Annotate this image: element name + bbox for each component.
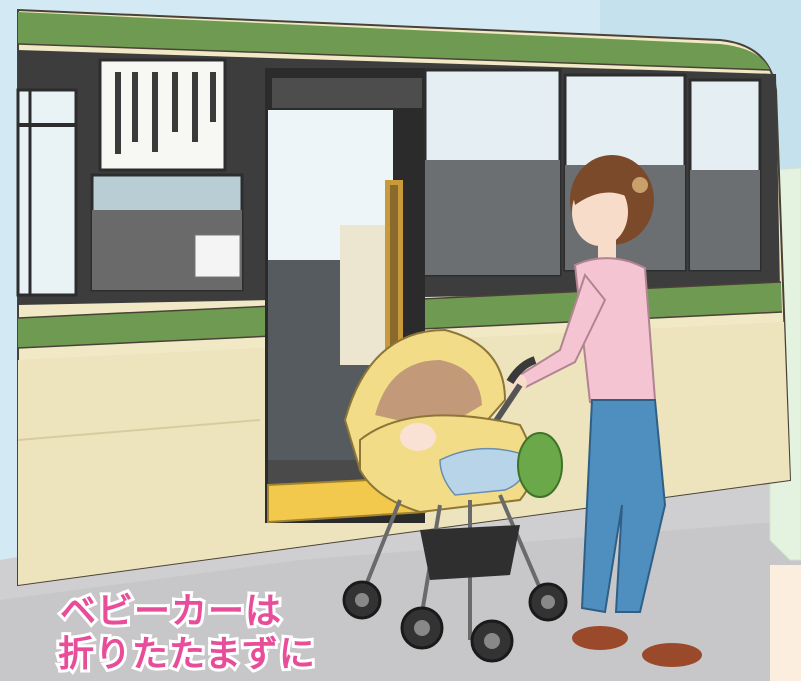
- destination-sign-dots: [115, 72, 216, 154]
- caption-line-1: ベビーカーは: [57, 591, 284, 633]
- stroller: [342, 328, 568, 663]
- baby: [400, 423, 436, 451]
- caption-line-2: 折りたたまずに: [55, 634, 318, 676]
- woman-figure: [509, 155, 702, 667]
